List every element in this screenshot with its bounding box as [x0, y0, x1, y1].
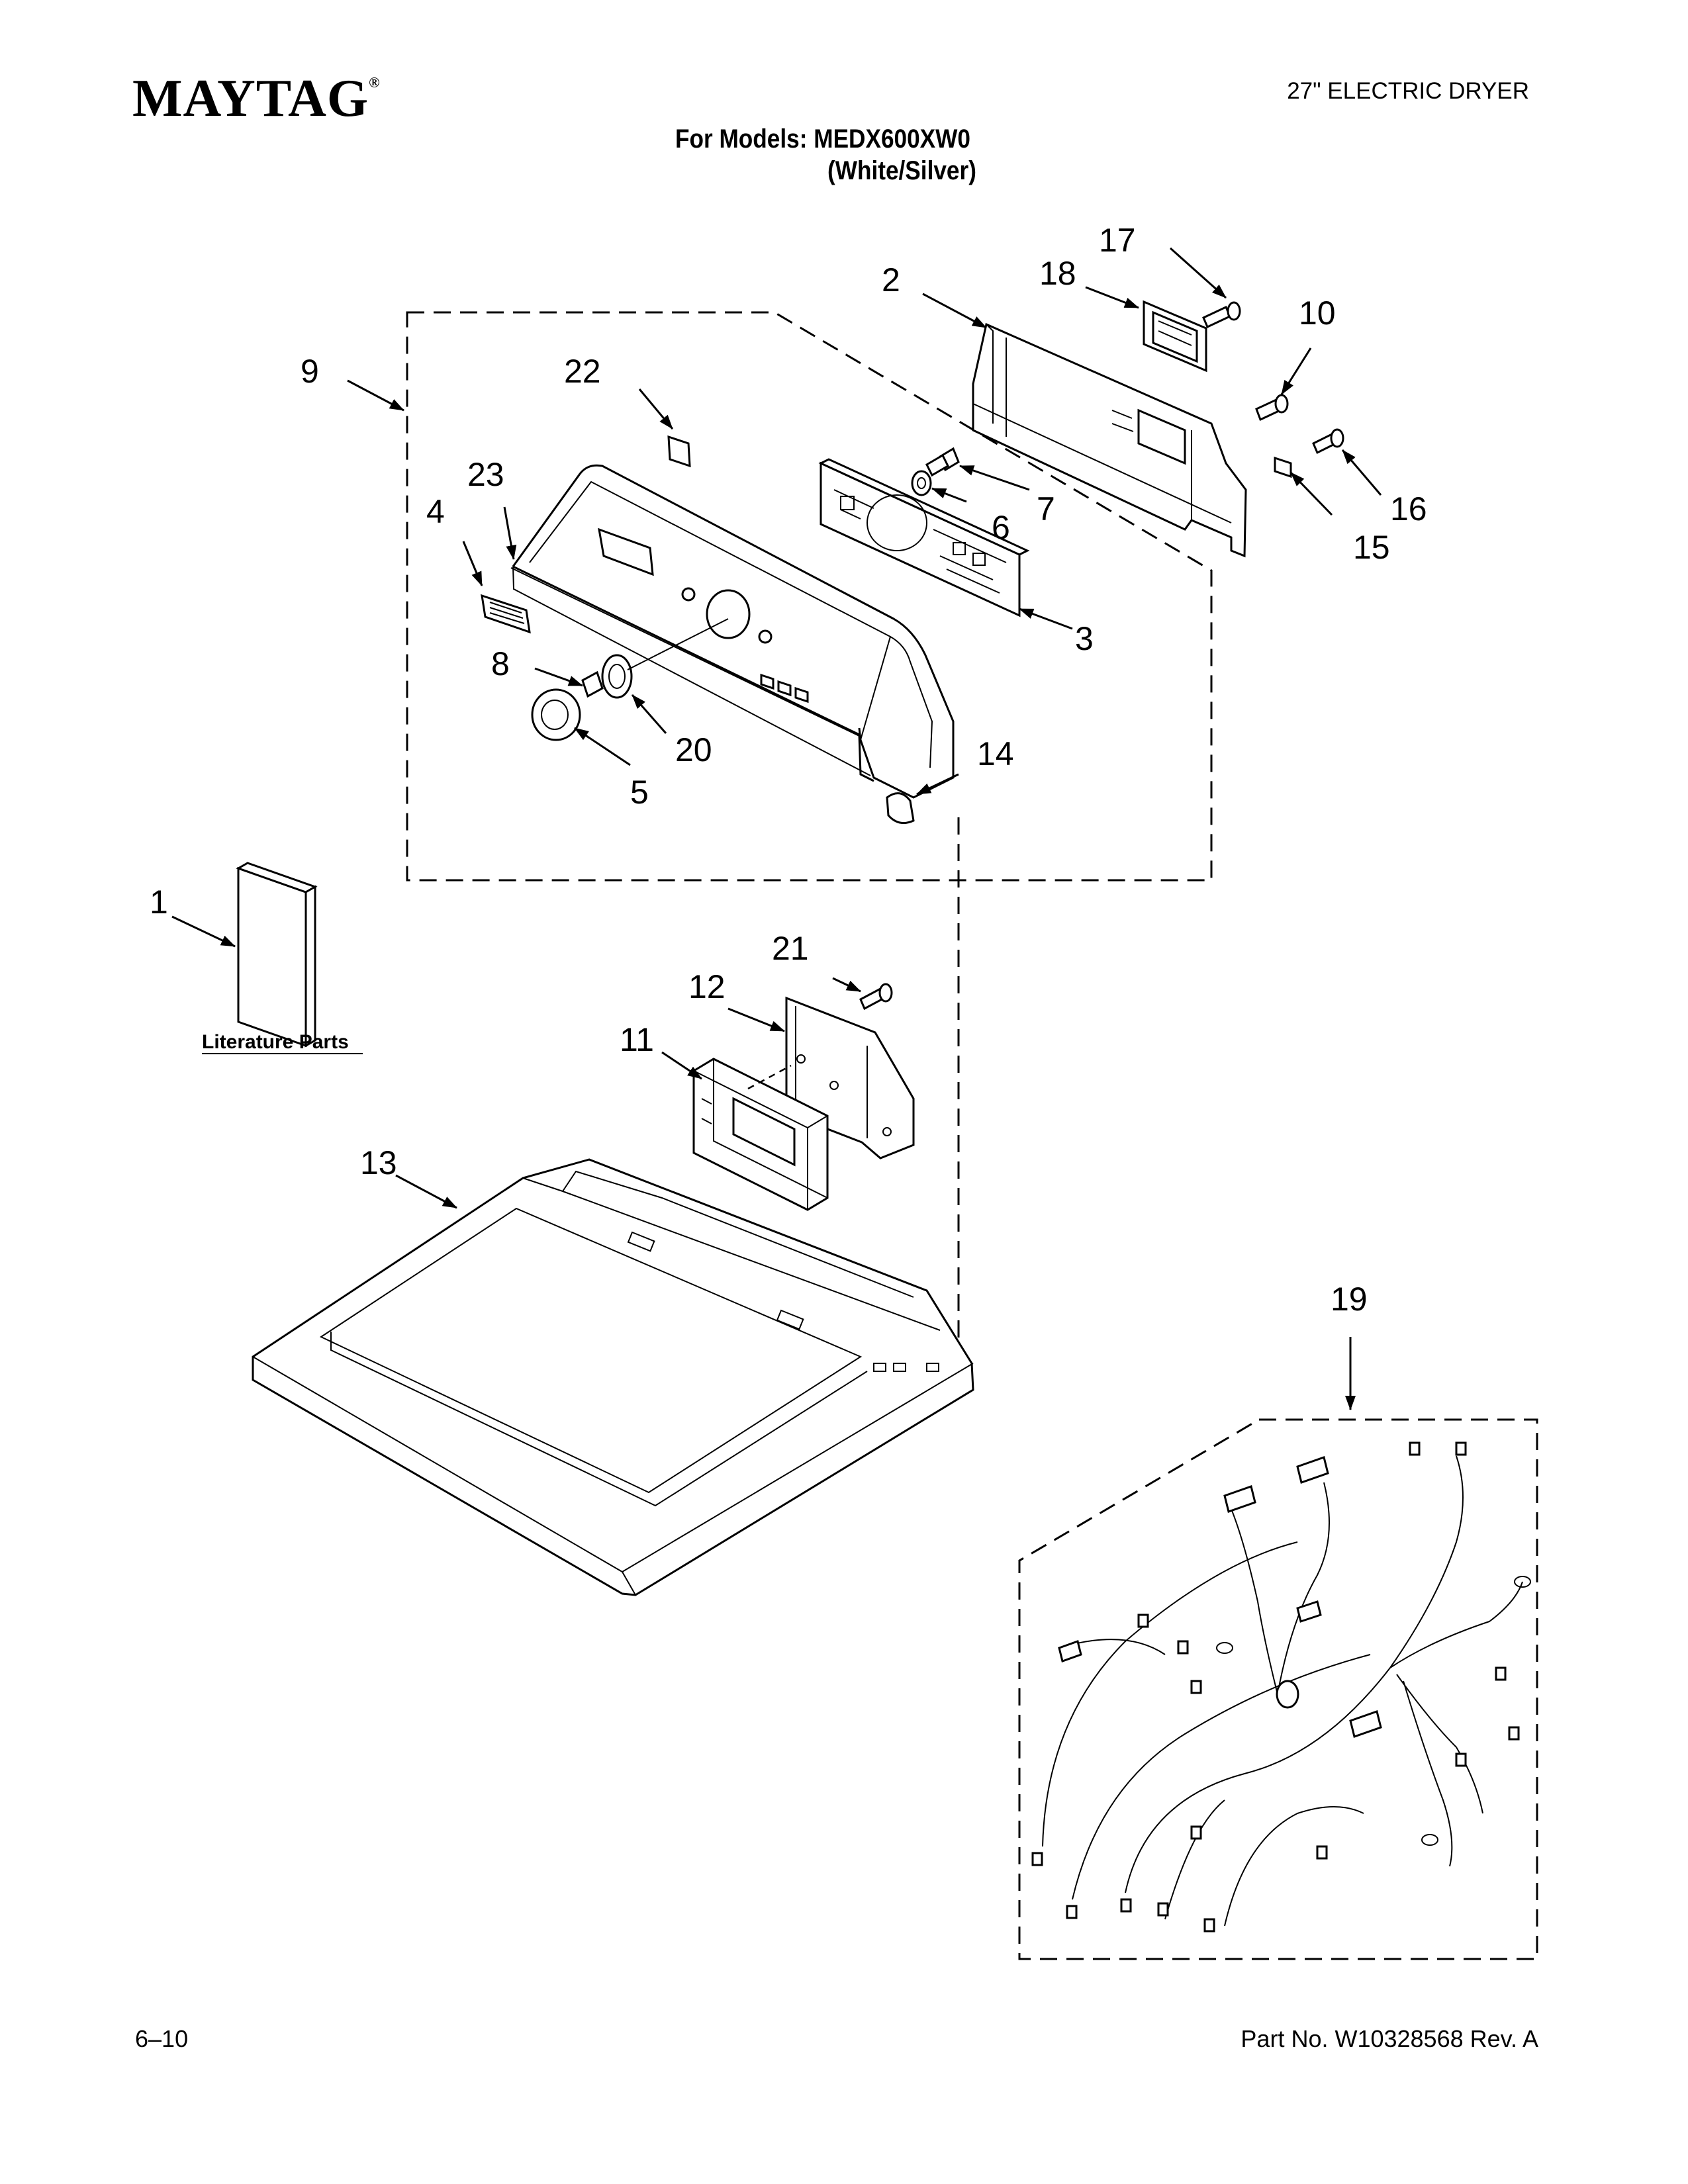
module-alignment-line — [747, 1064, 792, 1090]
callout-13: 13 — [360, 1144, 397, 1181]
screw-16 — [1312, 428, 1344, 455]
product-type: 27" ELECTRIC DRYER — [1287, 78, 1529, 104]
callout-4: 4 — [426, 493, 445, 530]
clip-15 — [1274, 456, 1292, 478]
console-panel — [510, 464, 955, 799]
callout-10: 10 — [1299, 295, 1336, 332]
callout-23: 23 — [467, 456, 504, 493]
callout-14: 14 — [977, 735, 1014, 772]
control-board — [818, 458, 1030, 617]
callout-22: 22 — [564, 353, 601, 390]
callout-5: 5 — [630, 774, 649, 811]
callout-16: 16 — [1390, 490, 1427, 527]
callout-9: 9 — [301, 353, 319, 390]
callout-20: 20 — [675, 731, 712, 768]
callout-numbers: 1 2 3 4 5 6 7 8 9 10 11 12 13 14 15 16 1… — [150, 222, 1427, 1318]
callout-17: 17 — [1099, 222, 1136, 259]
wire-harness — [1031, 1441, 1531, 1933]
screw-7 — [925, 447, 960, 477]
callout-8: 8 — [491, 645, 510, 682]
callout-2: 2 — [882, 261, 900, 298]
models-subtitle: (White/Silver) — [827, 156, 976, 185]
callout-11: 11 — [620, 1021, 654, 1058]
screw-17 — [1202, 301, 1241, 329]
screw-10 — [1255, 394, 1289, 422]
callout-15: 15 — [1353, 529, 1390, 566]
literature-parts-label: Literature Parts — [202, 1031, 349, 1053]
callout-21: 21 — [772, 930, 809, 967]
page-number: 6–10 — [135, 2025, 189, 2052]
clip-14 — [886, 792, 915, 825]
spring-6 — [911, 470, 932, 496]
callout-3: 3 — [1075, 620, 1094, 657]
callout-18: 18 — [1039, 255, 1076, 292]
console-assembly-boundary — [406, 311, 1213, 882]
clip-22 — [667, 435, 691, 468]
callout-19: 19 — [1331, 1281, 1368, 1318]
electronic-module-11 — [692, 1058, 829, 1211]
callout-1: 1 — [150, 884, 168, 921]
screw-21 — [859, 983, 893, 1011]
callout-7: 7 — [1037, 490, 1055, 527]
models-line: For Models: MEDX600XW0 — [675, 124, 970, 154]
top-panel — [252, 1158, 974, 1596]
console-back — [972, 322, 1247, 558]
wire-harness-boundary — [1018, 1418, 1538, 1960]
callout-12: 12 — [688, 968, 726, 1005]
part-number: Part No. W10328568 Rev. A — [1241, 2025, 1538, 2052]
callout-6: 6 — [992, 509, 1010, 546]
leader-arrows — [171, 247, 1382, 1410]
literature-parts-book — [236, 862, 318, 1048]
display-lens — [481, 594, 531, 634]
brand-logo: MAYTAG® — [132, 69, 381, 128]
knob-assembly — [531, 618, 729, 741]
bracket-18 — [1143, 300, 1207, 373]
